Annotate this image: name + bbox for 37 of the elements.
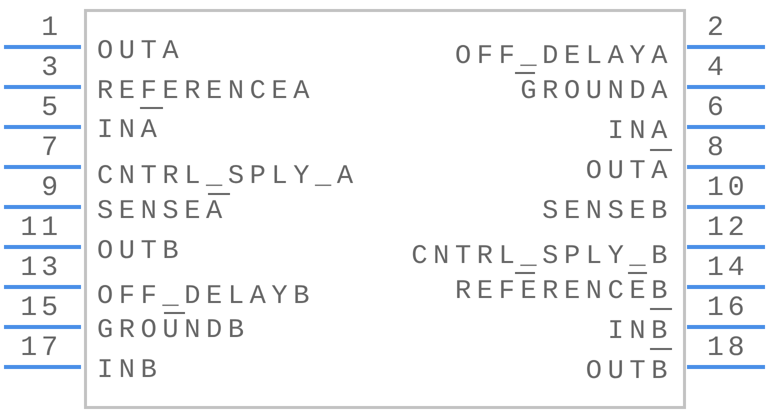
pin-name: SENSEA [97,199,228,226]
pin-number: 13 [20,255,62,283]
pin-number: 2 [707,15,728,43]
pin-number: 17 [20,335,62,363]
pin-name: INA [97,118,162,145]
pin-number: 14 [707,255,749,283]
pin-number: 12 [707,215,749,243]
pin-number: 7 [41,135,62,163]
pin-number: 3 [41,55,62,83]
pin-name: SENSEB [542,199,673,226]
pin-name: INB [97,358,162,385]
ic-body [84,9,686,409]
pin-number: 18 [707,335,749,363]
pin-number: 15 [20,295,62,323]
pin-number: 10 [707,175,749,203]
pin-number: 4 [707,55,728,83]
pin-name: OUTB [586,359,673,386]
pin-name: REFERENCEB [454,279,673,306]
pin-name: GROUNDA [520,79,673,106]
pin-number: 16 [707,295,749,323]
pin-number: 8 [707,135,728,163]
pin-name: OFF_DELAYB [97,284,316,311]
pin-number: 11 [20,215,62,243]
pin-number: 6 [707,95,728,123]
pin-name: OUTA [97,39,184,66]
pin-name: OUTA [586,159,673,186]
pin-name: CNTRL_SPLY_A [97,164,359,191]
pin-name: REFERENCEA [97,79,316,106]
pin-name: OFF_DELAYA [454,44,673,71]
pin-number: 5 [41,95,62,123]
pin-number: 9 [41,175,62,203]
pin-name: INA [608,119,673,146]
pin-name: CNTRL_SPLY_B [411,244,673,271]
pin-number: 1 [41,15,62,43]
pin-name: OUTB [97,239,184,266]
pin-name: GROUNDB [97,318,250,345]
pin-name: INB [608,319,673,346]
